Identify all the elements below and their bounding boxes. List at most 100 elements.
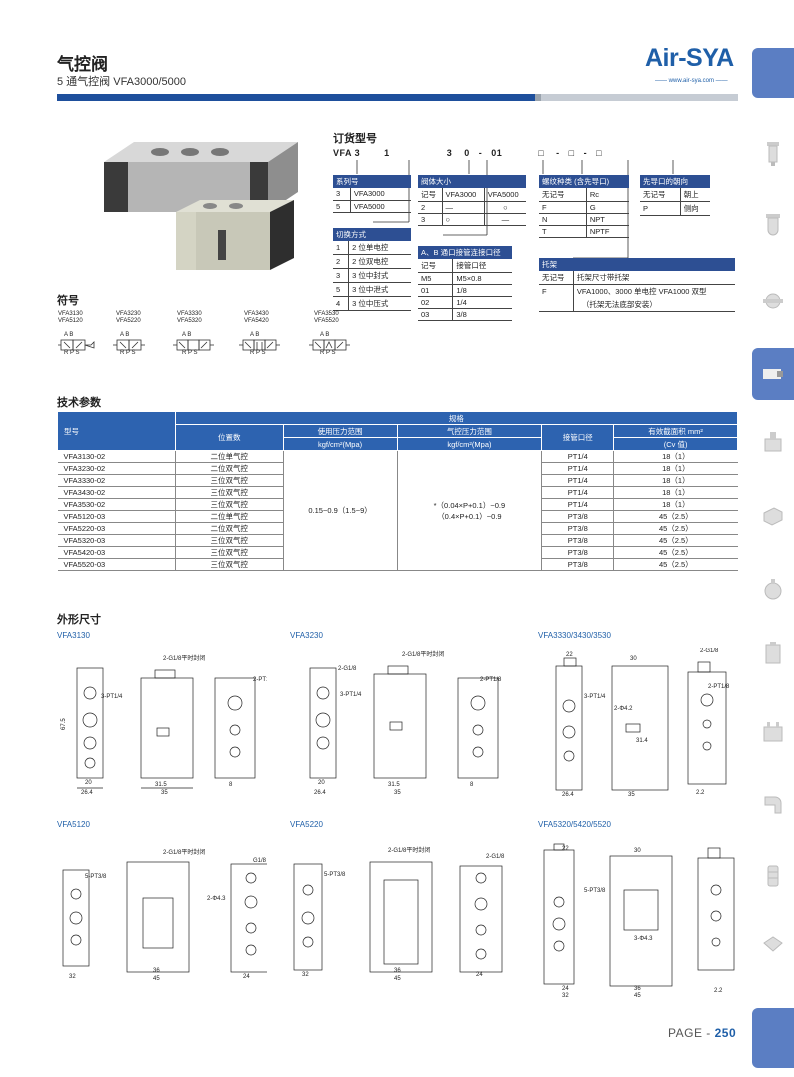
side-item-elbow[interactable] <box>752 786 794 822</box>
table-row: 无记号托架尺寸带托架 <box>539 271 735 285</box>
side-item-valve[interactable] <box>752 348 794 400</box>
table-cell: 记号 <box>418 188 442 202</box>
table-cell: 侧向 <box>679 201 710 216</box>
svg-text:5-PT3/8: 5-PT3/8 <box>324 872 346 878</box>
table-cell: 三位双气控 <box>174 498 284 511</box>
side-item-solenoid[interactable] <box>752 424 794 460</box>
table-cell: PT3/8 <box>541 510 614 523</box>
switch-head: 切换方式 <box>333 228 411 241</box>
table-cell: 5 <box>333 282 349 297</box>
svg-text:22: 22 <box>566 652 573 658</box>
table-cell: 托架尺寸带托架 <box>572 271 735 285</box>
dim-label-vfa5320: VFA5320/5420/5520 <box>538 820 611 829</box>
page-tab[interactable] <box>752 1008 794 1068</box>
order-title: 订货型号 <box>333 133 377 145</box>
table-cell: 2 <box>418 201 442 214</box>
silencer-icon <box>767 865 779 887</box>
svg-text:30: 30 <box>630 656 637 662</box>
th-port: 接管口径 <box>541 424 615 451</box>
pilot-range: *（0.04×P+0.1）~0.9（0.4×P+0.1）~0.9 <box>396 450 542 571</box>
cylinder-icon <box>763 936 783 952</box>
table-cell: 45（2.5） <box>613 522 738 535</box>
pressure-switch-icon <box>764 579 782 600</box>
table-cell: PT3/8 <box>541 534 614 547</box>
bracket-head: 托架 <box>539 258 735 271</box>
lubricator-icon <box>766 214 780 236</box>
dim-label-vfa5120: VFA5120 <box>57 820 90 829</box>
side-tab-top[interactable] <box>752 48 794 98</box>
svg-text:2-G1/8平时封闭: 2-G1/8平时封闭 <box>163 848 205 856</box>
svg-text:32: 32 <box>69 974 76 980</box>
svg-text:36: 36 <box>153 968 160 974</box>
table-cell: VFA3530-02 <box>57 498 176 511</box>
table-cell: PT1/4 <box>541 498 614 511</box>
side-item-pressure-switch[interactable] <box>752 572 794 608</box>
dim-label-vfa3330: VFA3330/3430/3530 <box>538 631 611 640</box>
table-cell: VFA3000 <box>441 188 485 202</box>
header-bar <box>57 94 535 101</box>
table-cell: Rc <box>585 188 629 202</box>
table-row: 无记号朝上 <box>640 188 710 202</box>
table-cell: G <box>585 201 629 214</box>
table-cell: VFA5000 <box>483 188 526 202</box>
dim-label-vfa3230: VFA3230 <box>290 631 323 640</box>
table-cell: 三位双气控 <box>174 534 284 547</box>
table-cell: 无记号 <box>640 188 681 202</box>
side-item-fitting[interactable] <box>752 282 794 318</box>
symbol-port-label: A B <box>320 332 330 338</box>
cylinder-block-icon <box>763 722 783 742</box>
side-item-block-valve[interactable] <box>752 498 794 534</box>
side-item-manifold[interactable] <box>752 636 794 672</box>
table-cell: 三位双气控 <box>174 474 284 487</box>
svg-text:30: 30 <box>634 848 641 854</box>
table-cell: ○ <box>483 201 526 214</box>
svg-text:2-G1/8: 2-G1/8 <box>712 842 731 844</box>
table-cell: PT1/4 <box>541 462 614 475</box>
elbow-icon <box>764 796 782 814</box>
pressure-range: 0.15~0.9（1.5~9） <box>282 450 397 571</box>
table-cell: VFA5120-03 <box>57 510 176 523</box>
svg-text:2-G1/8平时封闭: 2-G1/8平时封闭 <box>402 650 444 658</box>
table-cell: NPTF <box>585 225 629 238</box>
table-cell: PT1/4 <box>541 474 614 487</box>
table-cell: N <box>539 213 587 226</box>
svg-text:2-PT1/8: 2-PT1/8 <box>708 684 730 690</box>
th-model: 型号 <box>57 411 176 451</box>
thread-head: 螺纹种类 (含先导口) <box>539 175 629 188</box>
table-cell: 朝上 <box>679 188 710 202</box>
table-cell: PT3/8 <box>541 522 614 535</box>
table-cell: 02 <box>418 296 453 309</box>
table-cell: F <box>542 287 547 296</box>
side-item-lubricator[interactable] <box>752 208 794 244</box>
table-cell: 3 <box>333 188 351 201</box>
page-number: PAGE - 250 <box>668 1026 737 1040</box>
table-cell: T <box>539 225 587 238</box>
side-item-silencer[interactable] <box>752 858 794 894</box>
side-item-cylinder-block[interactable] <box>752 714 794 750</box>
side-item-cylinder[interactable] <box>752 926 794 962</box>
table-cell: 二位双气控 <box>174 522 284 535</box>
th-area: 有效截面积 mm² <box>613 424 738 438</box>
svg-text:24: 24 <box>476 972 483 978</box>
table-cell: 2 位双电控 <box>348 254 411 269</box>
manifold-icon <box>765 642 781 664</box>
table-cell: M5 <box>418 272 453 285</box>
table-cell: VFA3430-02 <box>57 486 176 499</box>
table-cell: 45（2.5） <box>613 558 738 571</box>
table-cell: NPT <box>585 213 629 226</box>
side-item-filter[interactable] <box>752 136 794 172</box>
series-head: 系列号 <box>333 175 411 188</box>
table-cell: 无记号 <box>539 188 587 202</box>
svg-text:35: 35 <box>394 790 401 796</box>
